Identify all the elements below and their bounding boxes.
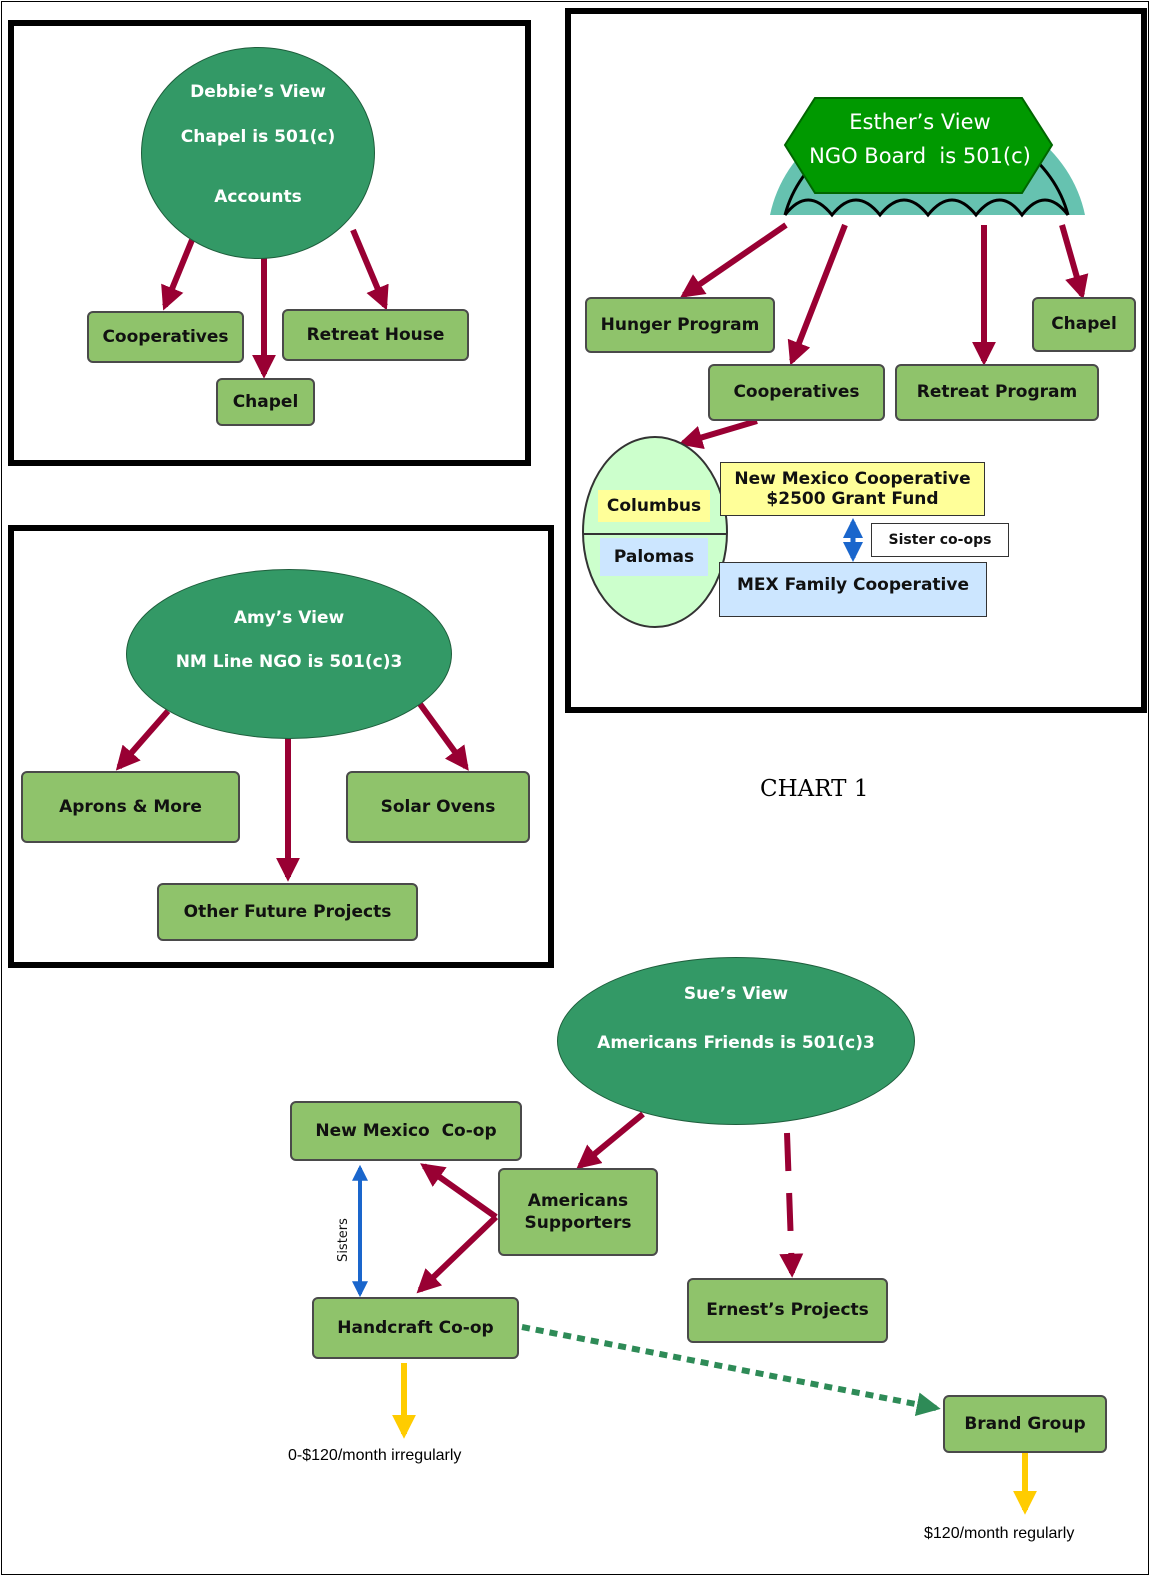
amy-solar-ovens-box: Solar Ovens <box>346 771 530 843</box>
amy-aprons-box: Aprons & More <box>21 771 240 843</box>
arrow-amy-solar <box>417 702 469 771</box>
amy-view-ellipse: Amy’s View NM Line NGO is 501(c)3 <box>126 569 452 739</box>
sisters-label: Sisters <box>335 1218 351 1262</box>
arrow-supporters-handcraft <box>416 1214 499 1294</box>
esther-title: Esther’s View <box>849 110 991 134</box>
sue-title: Sue’s View <box>683 984 789 1004</box>
arrow-esther-hunger <box>680 222 788 298</box>
arrow-sue-ernest-dashed <box>779 1132 804 1278</box>
chart-title: CHART 1 <box>760 776 869 802</box>
sue-supporters-box: Americans Supporters <box>498 1168 658 1256</box>
esther-subtitle: NGO Board is 501(c) <box>809 144 1031 168</box>
debbie-chapel-box: Chapel <box>216 378 315 426</box>
sue-subtitle: Americans Friends is 501(c)3 <box>597 1033 875 1053</box>
esther-hunger-program-box: Hunger Program <box>585 297 775 353</box>
sue-brand-group-box: Brand Group <box>943 1395 1107 1453</box>
sue-view-ellipse: Sue’s View Americans Friends is 501(c)3 <box>557 957 915 1125</box>
columbus-label: Columbus <box>598 490 710 522</box>
arrow-esther-chapel <box>1059 224 1089 300</box>
debbie-cooperatives-box: Cooperatives <box>87 311 244 363</box>
debbie-title: Debbie’s View <box>190 82 326 102</box>
esther-retreat-program-box: Retreat Program <box>895 364 1099 421</box>
supporters-line2: Supporters <box>524 1213 632 1233</box>
nm-cooperative-line2: $2500 Grant Fund <box>766 489 939 509</box>
arrow-cooperatives-columbus <box>678 418 758 450</box>
nm-cooperative-box: New Mexico Cooperative $2500 Grant Fund <box>720 462 985 516</box>
sue-ernest-box: Ernest’s Projects <box>687 1278 888 1343</box>
arrow-esther-cooperatives <box>787 223 848 366</box>
umbrella-icon <box>770 97 1085 218</box>
debbie-view-ellipse: Debbie’s View Chapel is 501(c) Accounts <box>141 47 375 259</box>
palomas-label: Palomas <box>600 538 708 576</box>
sister-coops-label: Sister co-ops <box>871 523 1009 557</box>
amy-subtitle: NM Line NGO is 501(c)3 <box>175 652 403 672</box>
columbus-palomas-oval <box>582 436 728 628</box>
esther-chapel-box: Chapel <box>1032 297 1136 352</box>
arrow-debbie-retreat <box>350 228 389 311</box>
amy-other-projects-box: Other Future Projects <box>157 883 418 941</box>
nm-cooperative-line1: New Mexico Cooperative <box>734 468 971 489</box>
supporters-line1: Americans <box>527 1190 629 1211</box>
debbie-accounts: Accounts <box>214 187 302 207</box>
esther-cooperatives-box: Cooperatives <box>708 364 885 421</box>
arrow-debbie-cooperatives <box>161 238 195 311</box>
sue-nm-coop-box: New Mexico Co-op <box>290 1101 522 1161</box>
arrow-supporters-nmcoop <box>420 1163 498 1220</box>
mex-family-coop-box: MEX Family Cooperative <box>719 562 987 617</box>
amy-title: Amy’s View <box>233 608 345 628</box>
sue-handcraft-box: Handcraft Co-op <box>312 1297 519 1359</box>
handcraft-income-label: 0-$120/month irregularly <box>288 1447 462 1464</box>
brand-income-label: $120/month regularly <box>924 1525 1075 1542</box>
debbie-retreat-house-box: Retreat House <box>282 309 469 361</box>
debbie-subtitle: Chapel is 501(c) <box>180 127 336 147</box>
arrow-sue-supporters <box>576 1111 645 1170</box>
arrow-handcraft-brand-dotted <box>521 1324 941 1417</box>
arrow-amy-aprons <box>115 709 171 771</box>
